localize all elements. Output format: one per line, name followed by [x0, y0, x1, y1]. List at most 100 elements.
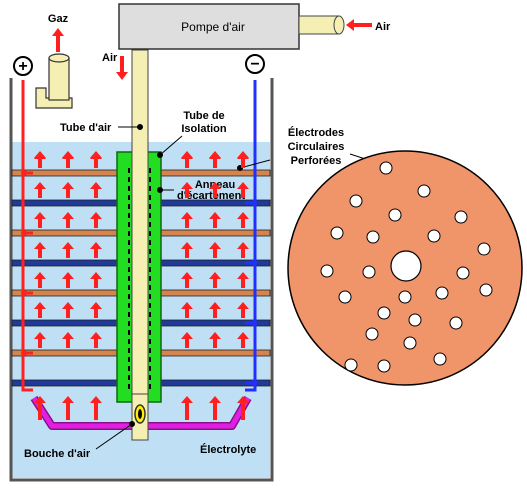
- hole: [377, 359, 391, 373]
- arrow-shaft: [213, 248, 217, 258]
- hole: [379, 161, 393, 175]
- arrow-head: [209, 242, 221, 249]
- hole: [377, 306, 391, 320]
- arrow-shaft: [66, 248, 70, 258]
- up-arrow: [62, 151, 74, 165]
- up-arrow: [62, 242, 74, 258]
- arrow-head: [62, 212, 74, 219]
- up-arrow: [209, 242, 221, 258]
- arrow-shaft: [213, 402, 217, 420]
- air-pump: [118, 3, 300, 50]
- hole: [479, 283, 493, 297]
- air-down-arrow: [116, 56, 128, 80]
- arrow-shaft: [185, 278, 189, 288]
- arrow-head: [209, 272, 221, 279]
- up-arrow: [90, 272, 102, 288]
- arrow-head: [62, 272, 74, 279]
- arrow-shaft: [38, 248, 42, 258]
- arrow-shaft: [94, 248, 98, 258]
- arrow-shaft: [66, 157, 70, 165]
- arrow-head: [90, 182, 102, 189]
- up-arrow: [237, 302, 249, 318]
- up-arrow: [62, 332, 74, 348]
- gas-label: Gaz: [48, 13, 69, 25]
- arrow-shaft: [38, 402, 42, 420]
- air-tube-label: Tube d'air: [60, 122, 112, 134]
- up-arrow: [34, 272, 46, 288]
- arrow-shaft: [38, 218, 42, 228]
- arrow-head: [90, 212, 102, 219]
- up-arrow: [181, 242, 193, 258]
- arrow-head: [237, 396, 249, 403]
- plus-symbol: +: [18, 58, 27, 75]
- arrow-shaft: [185, 248, 189, 258]
- arrow-head: [62, 151, 74, 158]
- hole: [366, 230, 380, 244]
- arrow-shaft: [38, 157, 42, 165]
- arrow-head: [181, 302, 193, 309]
- up-arrow: [181, 151, 193, 165]
- arrow-shaft: [94, 278, 98, 288]
- arrow-head: [181, 396, 193, 403]
- up-arrow: [237, 332, 249, 348]
- arrow-head: [62, 182, 74, 189]
- arrow-shaft: [185, 218, 189, 228]
- up-arrow: [181, 212, 193, 228]
- hole: [362, 265, 376, 279]
- arrow-head: [34, 151, 46, 158]
- hole: [454, 210, 468, 224]
- up-arrow: [181, 182, 193, 198]
- arrow-shaft: [241, 218, 245, 228]
- hole: [320, 264, 334, 278]
- arrow-shaft: [94, 188, 98, 198]
- arrow-shaft: [213, 157, 217, 165]
- air-inlet-arrow: [346, 19, 372, 31]
- arrow-shaft: [66, 188, 70, 198]
- arrow-shaft: [38, 188, 42, 198]
- up-arrow: [209, 302, 221, 318]
- negative-terminal: −: [245, 54, 265, 74]
- hole: [417, 184, 431, 198]
- up-arrow: [237, 151, 249, 165]
- minus-symbol: −: [250, 56, 259, 73]
- up-arrow: [62, 272, 74, 288]
- air-tube: [131, 49, 149, 397]
- insulation-tube-label-1: Tube de: [183, 110, 224, 122]
- up-arrow: [62, 212, 74, 228]
- up-arrow: [34, 396, 46, 420]
- hole: [477, 242, 491, 256]
- up-arrow: [237, 242, 249, 258]
- arrow-head: [237, 182, 249, 189]
- arrow-head: [34, 212, 46, 219]
- arrow-head: [90, 332, 102, 339]
- arrow-head: [237, 212, 249, 219]
- arrow-shaft: [185, 308, 189, 318]
- up-arrow: [237, 396, 249, 420]
- up-arrow: [181, 396, 193, 420]
- arrow-head: [181, 272, 193, 279]
- up-arrow: [237, 182, 249, 198]
- arrow-shaft: [66, 278, 70, 288]
- hole: [403, 336, 417, 350]
- up-arrow: [181, 302, 193, 318]
- air-in-label: Air: [375, 21, 391, 33]
- arrow-head: [62, 396, 74, 403]
- arrow-shaft: [241, 338, 245, 348]
- up-arrow: [209, 182, 221, 198]
- arrow-shaft: [213, 308, 217, 318]
- arrow-head: [209, 212, 221, 219]
- negative-wire: [245, 80, 257, 392]
- up-arrow: [181, 272, 193, 288]
- arrow-head: [90, 272, 102, 279]
- arrow-shaft: [66, 402, 70, 420]
- arrow-head: [181, 332, 193, 339]
- arrow-shaft: [185, 188, 189, 198]
- up-arrow: [209, 272, 221, 288]
- arrow-head: [346, 19, 354, 31]
- hole: [449, 316, 463, 330]
- arrow-shaft: [241, 278, 245, 288]
- center-hole: [390, 250, 422, 282]
- hole: [365, 327, 379, 341]
- arrow-shaft: [185, 402, 189, 420]
- arrow-shaft: [38, 338, 42, 348]
